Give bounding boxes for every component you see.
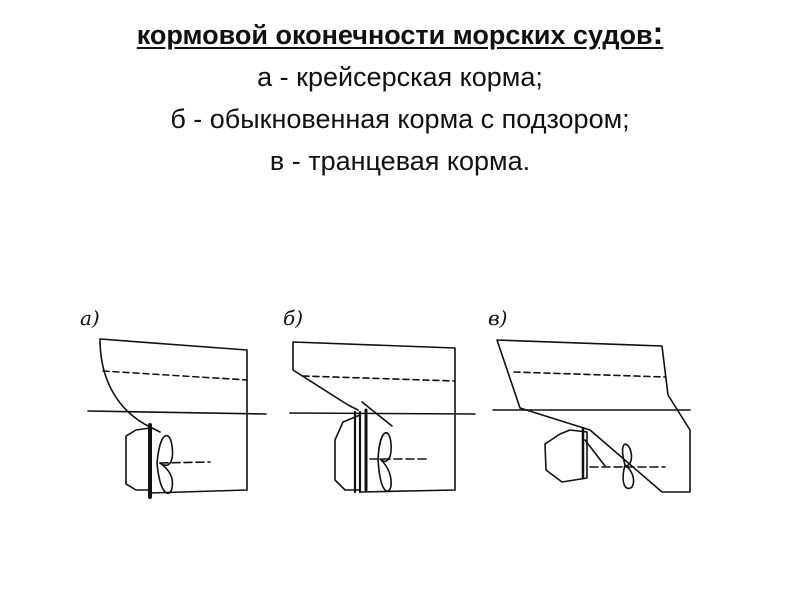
figure-b-waterline: [289, 412, 476, 415]
figure-v-strut: [584, 439, 606, 467]
figure-v-hull-outline: [496, 339, 691, 493]
figure-b-rudder: [334, 414, 361, 491]
caption-title: кормовой оконечности морских судов:: [0, 12, 800, 56]
figure-a-cruiser-stern: а): [80, 306, 267, 499]
figure-v-rudder: [544, 429, 588, 483]
figure-b-propeller: [377, 432, 392, 492]
figure-v-deck-line: [513, 371, 666, 378]
figure-v-transom-stern: в): [488, 306, 691, 493]
figure-b-deck-line: [302, 375, 456, 382]
figure-b-skeg-line: [361, 401, 393, 427]
caption-item-b: б - обыкновенная корма с подзором;: [170, 104, 630, 134]
figure-v-propeller: [621, 443, 635, 490]
figure-a-waterline: [87, 410, 267, 415]
caption-title-text: кормовой оконечности морских судов: [136, 20, 653, 50]
figure-a-deck-line: [102, 370, 248, 381]
caption-title-colon: :: [652, 15, 664, 51]
figure-b-rudder-post: [353, 410, 362, 494]
figure-a-hull-outline: [99, 338, 248, 494]
figure-a-label: а): [80, 306, 100, 330]
caption-item-v: в - транцевая корма.: [269, 146, 531, 176]
caption-item-a: а - крейсерская корма;: [257, 62, 543, 92]
figure-a-propeller: [156, 434, 174, 494]
figure-a-rudder: [125, 427, 151, 491]
figure-b-label: б): [283, 306, 303, 330]
figure-b-counter-stern: б): [283, 306, 476, 494]
caption: кормовой оконечности морских судов: а - …: [0, 0, 800, 182]
figure-b-hull-outline: [292, 341, 456, 493]
figure-v-label: в): [488, 306, 507, 330]
figure-a-shaft-line: [159, 461, 211, 464]
